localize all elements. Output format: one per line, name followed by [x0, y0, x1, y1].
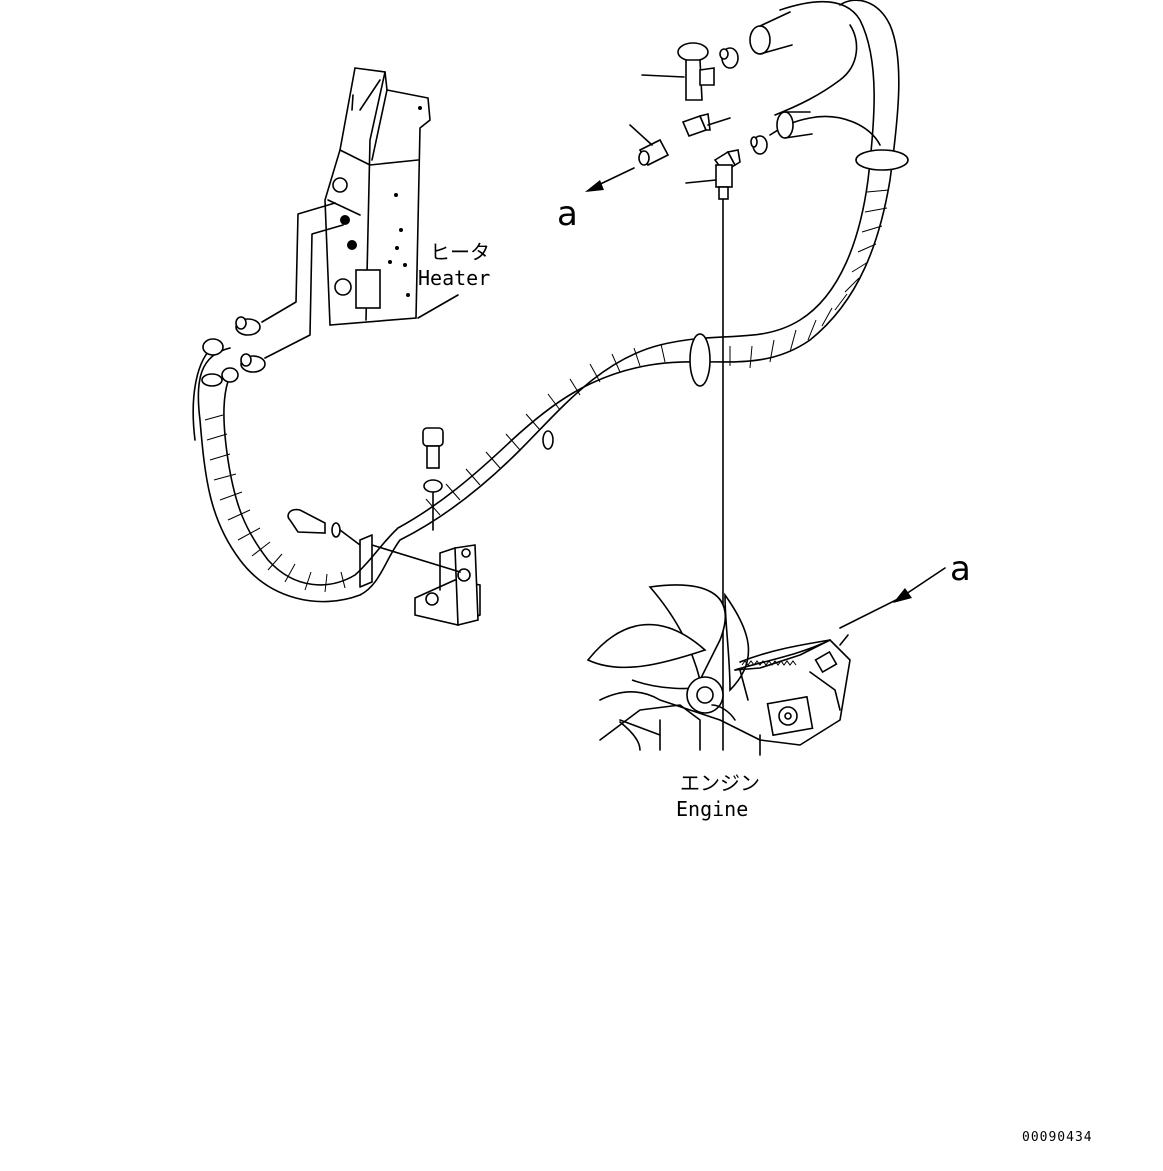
elbow-fitting [685, 149, 741, 200]
heater-hose-bundle [192, 0, 909, 603]
hose-bracket [359, 534, 481, 627]
heater-unit [324, 67, 459, 326]
heater-port-leader-1 [261, 202, 336, 323]
hose-nipple [585, 124, 670, 192]
clamp-middle [750, 135, 768, 155]
clamp-top [719, 47, 739, 69]
callout-a-top: a [557, 194, 578, 234]
hose-clamp-lower [240, 353, 266, 373]
heater-port-leader-2 [264, 224, 344, 359]
hose-clamp-upper [235, 316, 261, 336]
bolt-vertical [422, 427, 444, 531]
engine [586, 584, 851, 756]
document-number: 00090434 [1022, 1130, 1093, 1145]
engine-label-en: Engine [676, 797, 748, 821]
bolt-horizontal [287, 508, 361, 546]
heater-label-jp: ヒータ [430, 240, 490, 264]
tee-fitting [681, 113, 731, 138]
engine-label-jp: エンジン [680, 771, 760, 795]
heater-label-en: Heater [418, 266, 490, 290]
callout-a-right: a [950, 549, 971, 589]
heater-valve [641, 42, 715, 101]
callout-a-right-arrow [839, 567, 946, 629]
